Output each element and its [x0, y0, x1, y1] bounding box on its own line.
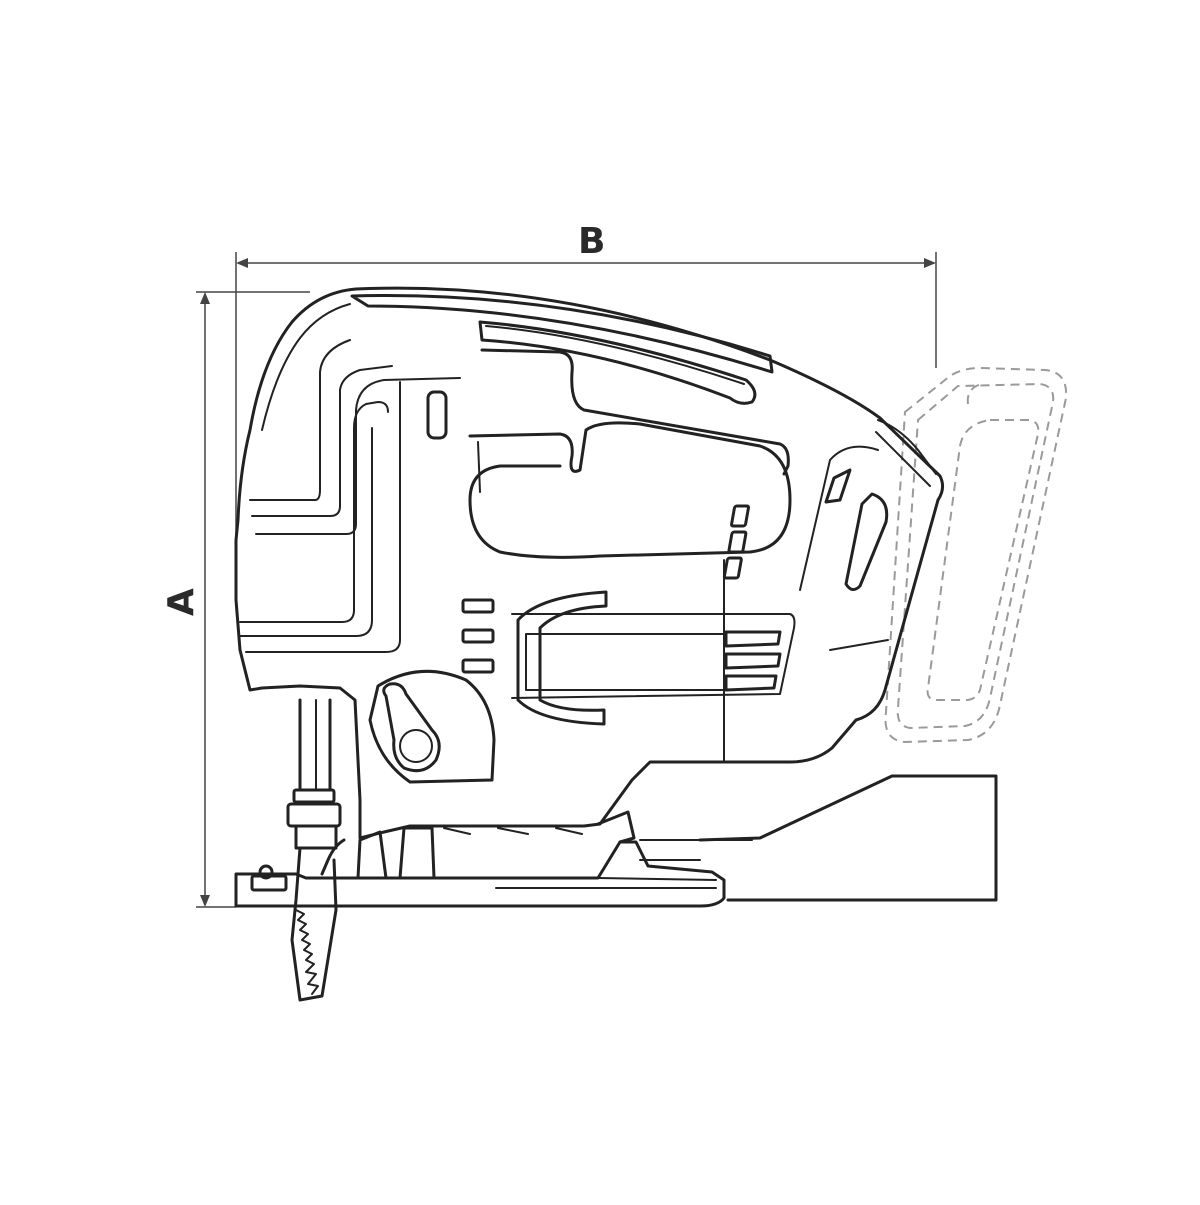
dimension-b-label: B: [578, 221, 606, 262]
battery-pack-outline: [884, 367, 1068, 743]
base-plate: [234, 810, 726, 908]
dimension-a-label: A: [160, 588, 202, 616]
rear-tail-housing: [639, 774, 998, 902]
dimension-b-line: [235, 252, 937, 540]
air-vents: [461, 598, 782, 692]
orbital-action-dial: [368, 669, 496, 784]
handle-grip: [239, 294, 792, 653]
saw-blade: [290, 846, 338, 1002]
speed-selector-slot: [511, 590, 796, 726]
blade-clamp: [286, 698, 346, 876]
lock-button: [426, 390, 448, 440]
battery-indicator-panel: [722, 445, 889, 651]
dimension-a-line: [196, 291, 310, 908]
jigsaw-body: [234, 286, 945, 840]
